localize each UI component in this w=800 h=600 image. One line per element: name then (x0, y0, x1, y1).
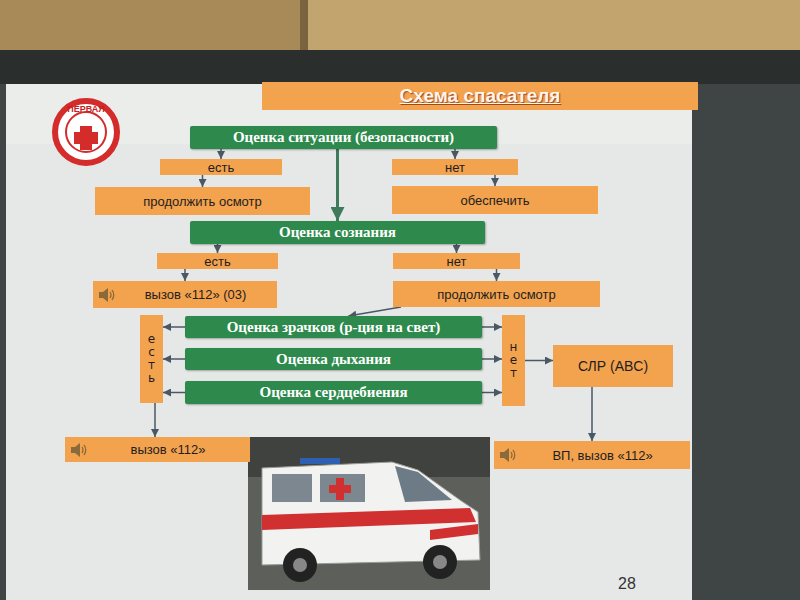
step-text: Оценка дыхания (276, 351, 391, 368)
box-text: есть (208, 160, 234, 175)
box-text: нет (509, 341, 519, 381)
box-text: обеспечить (461, 193, 530, 208)
van-stripe (430, 524, 478, 540)
answer-box: обеспечить (392, 186, 598, 214)
step-text: Оценка сердцебиения (259, 384, 407, 401)
flow-arrow (217, 244, 219, 253)
answer-box: продолжить осмотр (95, 187, 310, 215)
box-text: продолжить осмотр (437, 287, 555, 302)
step-box: Оценка дыхания (185, 348, 482, 370)
flow-arrow (348, 307, 401, 316)
box-text: ВП, вызов «112» (552, 448, 652, 463)
screen-frame (0, 84, 800, 600)
answer-box: продолжить осмотр (393, 281, 600, 307)
flow-arrow (482, 358, 502, 360)
box-text: продолжить осмотр (143, 194, 261, 209)
step-box: Оценка сердцебиения (185, 381, 482, 404)
van-stripe (262, 508, 476, 530)
flow-arrow (591, 387, 593, 441)
speaker-icon (70, 442, 88, 458)
van-wheel (283, 548, 317, 582)
branch-column: нет (502, 315, 525, 406)
wall-seam (300, 0, 308, 56)
van-windshield (395, 466, 452, 502)
step-text: Оценка ситуации (безопасности) (233, 129, 454, 146)
photo-ground (248, 437, 490, 590)
title-band: Схема спасателя (262, 82, 698, 110)
flow-arrow (496, 269, 498, 281)
flow-arrow (336, 149, 339, 221)
page-number: 28 (612, 575, 642, 593)
van-hub (293, 558, 307, 572)
step-text: Оценка сознания (279, 224, 396, 241)
flow-arrow (163, 358, 185, 360)
logo-text: ПЕРВАЯ (58, 104, 114, 114)
flow-arrow (456, 244, 458, 253)
box-text: есть (147, 333, 157, 386)
call-box: вызов «112» (03) (93, 281, 277, 308)
speaker-icon (98, 287, 116, 303)
logo-ring (55, 101, 117, 163)
step-box: Оценка сознания (190, 221, 485, 244)
box-text: нет (445, 160, 465, 175)
flow-arrow (482, 326, 502, 328)
van-window (272, 474, 312, 502)
flow-arrow (525, 360, 553, 362)
flow-arrow (454, 149, 456, 159)
van-hub (433, 555, 447, 569)
box-text: СЛР (ABC) (578, 358, 648, 374)
logo-cross (74, 132, 98, 144)
flow-arrow (220, 149, 222, 159)
call-box: вызов «112» (65, 437, 250, 462)
screen-bezel (0, 50, 800, 84)
box-text: нет (447, 254, 467, 269)
flow-arrow (494, 175, 496, 186)
slide (6, 84, 692, 600)
flow-arrow (163, 392, 185, 394)
ambulance-photo (248, 437, 490, 590)
answer-box: нет (393, 253, 520, 269)
step-box: Оценка зрачков (р-ция на свет) (185, 316, 482, 338)
flow-arrow (154, 403, 156, 437)
answer-box: есть (160, 159, 282, 175)
van-light (300, 458, 340, 464)
call-box: ВП, вызов «112» (494, 441, 690, 469)
slide-title: Схема спасателя (400, 85, 561, 107)
van-window (320, 474, 365, 502)
box-text: есть (204, 254, 230, 269)
flow-arrow (482, 392, 502, 394)
branch-column: есть (140, 315, 163, 403)
wall (0, 0, 800, 56)
box-text: вызов «112» (131, 442, 206, 457)
answer-box: нет (392, 159, 518, 175)
answer-box: СЛР (ABC) (553, 345, 673, 387)
step-box: Оценка ситуации (безопасности) (190, 126, 497, 149)
logo-inner (66, 112, 106, 152)
van-wheel (423, 545, 457, 579)
flow-arrow (184, 269, 186, 281)
step-text: Оценка зрачков (р-ция на свет) (227, 319, 441, 336)
box-text: вызов «112» (03) (145, 287, 247, 302)
van-cross (329, 485, 351, 493)
wall-panel (0, 0, 300, 56)
answer-box: есть (157, 253, 278, 269)
flow-arrow (163, 326, 185, 328)
speaker-icon (499, 447, 517, 463)
flow-arrow (202, 175, 204, 187)
